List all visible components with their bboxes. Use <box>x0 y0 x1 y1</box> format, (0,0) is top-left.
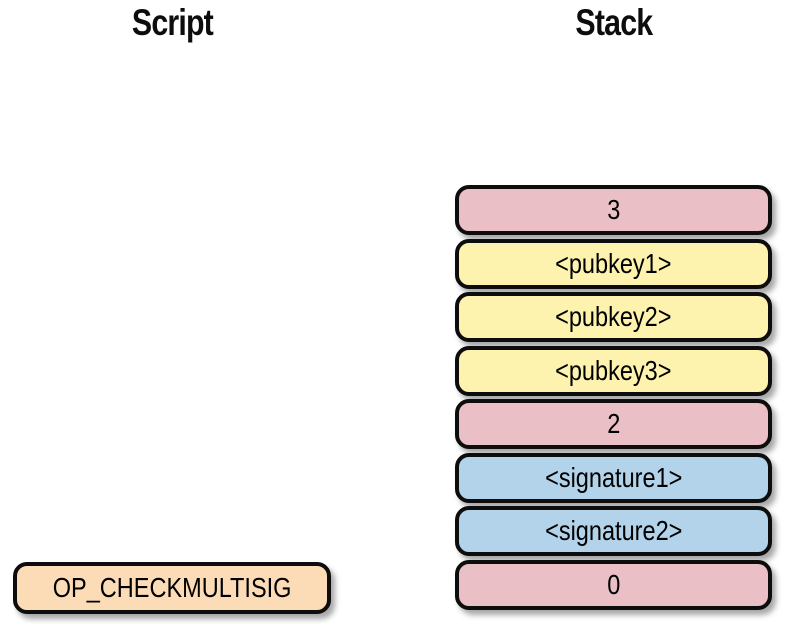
stack-item-label: <signature1> <box>544 461 683 493</box>
stack-list: 3 <pubkey1> <pubkey2> <pubkey3> 2 <signa… <box>455 185 772 610</box>
stack-item-label: <pubkey3> <box>555 354 672 386</box>
stack-item: 2 <box>455 399 772 449</box>
stack-item: 3 <box>455 185 772 235</box>
stack-item: <signature2> <box>455 506 772 556</box>
stack-item-label: 3 <box>606 194 621 225</box>
stack-item-label: <pubkey2> <box>555 301 672 332</box>
stack-column-title-text: Stack <box>575 2 653 43</box>
script-item-op-checkmultisig: OP_CHECKMULTISIG <box>13 562 331 614</box>
stack-column-title: Stack <box>455 2 772 44</box>
stack-item-label: <signature2> <box>544 515 683 546</box>
stack-item: <pubkey1> <box>455 238 772 289</box>
stack-item-label: 2 <box>606 408 621 439</box>
stack-item-label: <pubkey1> <box>555 247 672 279</box>
stack-item: <pubkey3> <box>455 345 772 396</box>
stack-item-label: 0 <box>606 568 621 600</box>
script-item-label: OP_CHECKMULTISIG <box>52 572 292 603</box>
script-column-title-text: Script <box>131 2 213 43</box>
stack-item: 0 <box>455 559 772 610</box>
stack-item: <signature1> <box>455 452 772 503</box>
stack-item: <pubkey2> <box>455 292 772 342</box>
script-column-title: Script <box>13 2 331 44</box>
